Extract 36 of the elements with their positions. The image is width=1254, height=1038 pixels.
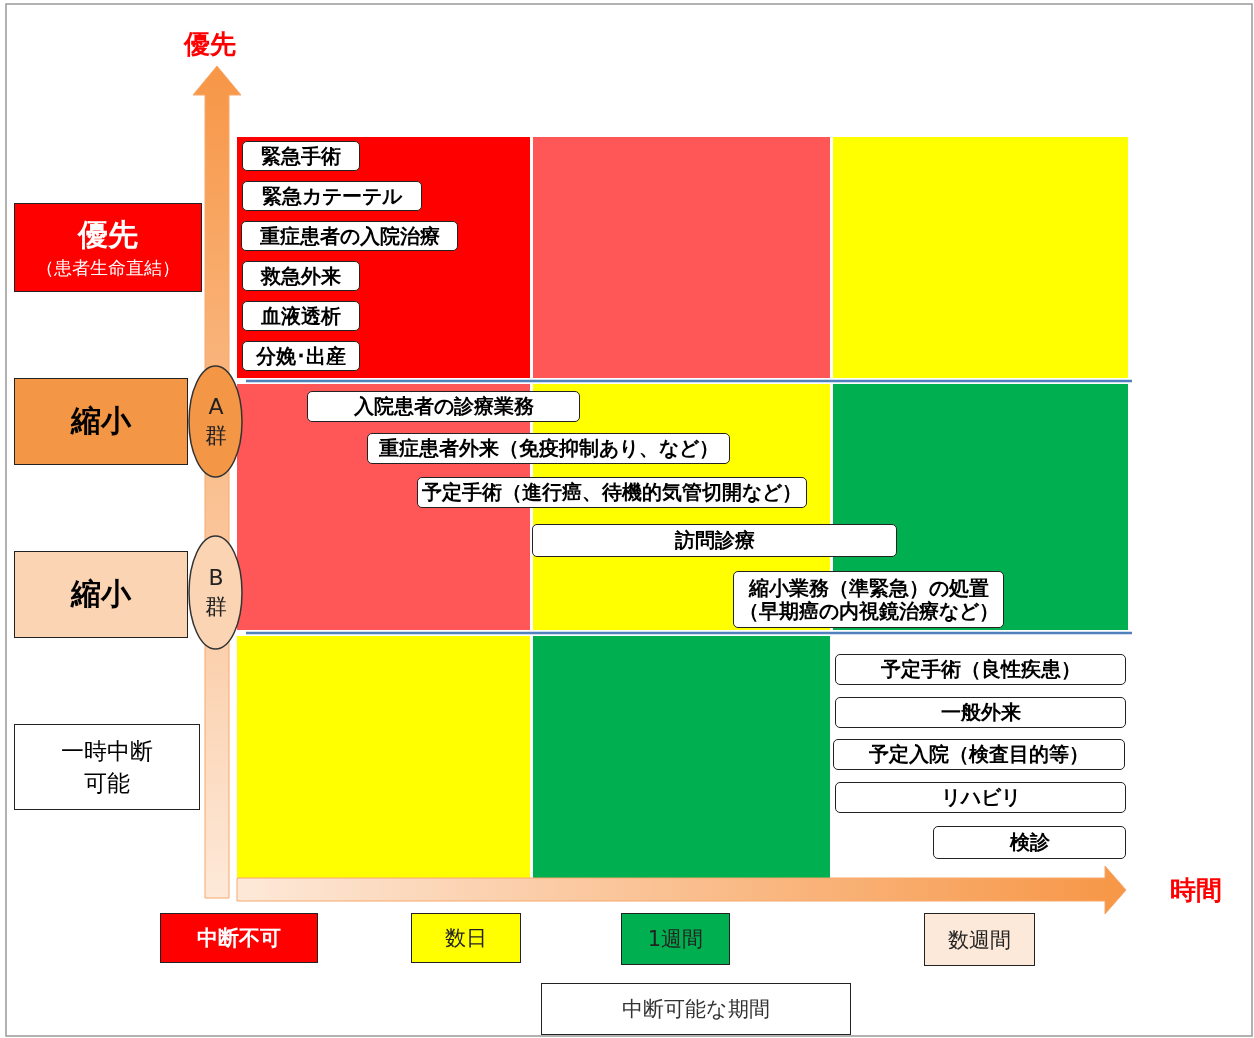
category-box <box>14 378 188 465</box>
category-title: 縮小 <box>71 402 131 440</box>
task-box: 緊急カテーテル <box>242 181 422 211</box>
caption-box: 中断可能な期間 <box>541 983 851 1035</box>
legend-swatch: 1週間 <box>621 913 730 965</box>
axis-label: 優先 <box>182 27 237 61</box>
task-box: 入院患者の診療業務 <box>307 391 580 422</box>
task-box: 予定手術（良性疾患） <box>835 654 1126 685</box>
legend-swatch: 中断不可 <box>160 913 318 963</box>
task-box: 予定手術（進行癌、待機的気管切開など） <box>417 477 807 508</box>
group-label: B群 <box>204 563 228 622</box>
task-box: リハビリ <box>835 782 1126 813</box>
task-text: （早期癌の内視鏡治療など） <box>738 599 999 623</box>
category-title: 縮小 <box>71 575 131 613</box>
category-title: 一時中断可能 <box>60 736 154 798</box>
category-box <box>14 551 188 638</box>
category-box <box>14 203 202 292</box>
task-box: 予定入院（検査目的等） <box>833 739 1125 770</box>
task-text: 縮小業務（準緊急）の処置 <box>748 576 989 600</box>
task-box: 分娩･出産 <box>242 341 360 371</box>
task-box: 一般外来 <box>835 697 1126 728</box>
axis-label: 時間 <box>1169 873 1223 907</box>
category-note: （患者生命直結） <box>36 256 180 280</box>
task-box: 重症患者外来（免疫抑制あり、など） <box>367 433 730 464</box>
task-box: 救急外来 <box>242 261 360 291</box>
category-box <box>14 724 200 810</box>
category-title: 優先 <box>78 216 138 254</box>
legend-swatch: 数日 <box>411 913 521 963</box>
legend-swatch: 数週間 <box>924 913 1035 966</box>
task-box <box>733 571 1004 628</box>
group-label: A群 <box>204 392 228 451</box>
task-box: 訪問診療 <box>532 524 897 557</box>
task-box: 血液透析 <box>242 301 360 331</box>
task-box: 重症患者の入院治療 <box>241 221 458 251</box>
task-box: 検診 <box>933 826 1126 859</box>
task-box: 緊急手術 <box>242 141 360 171</box>
